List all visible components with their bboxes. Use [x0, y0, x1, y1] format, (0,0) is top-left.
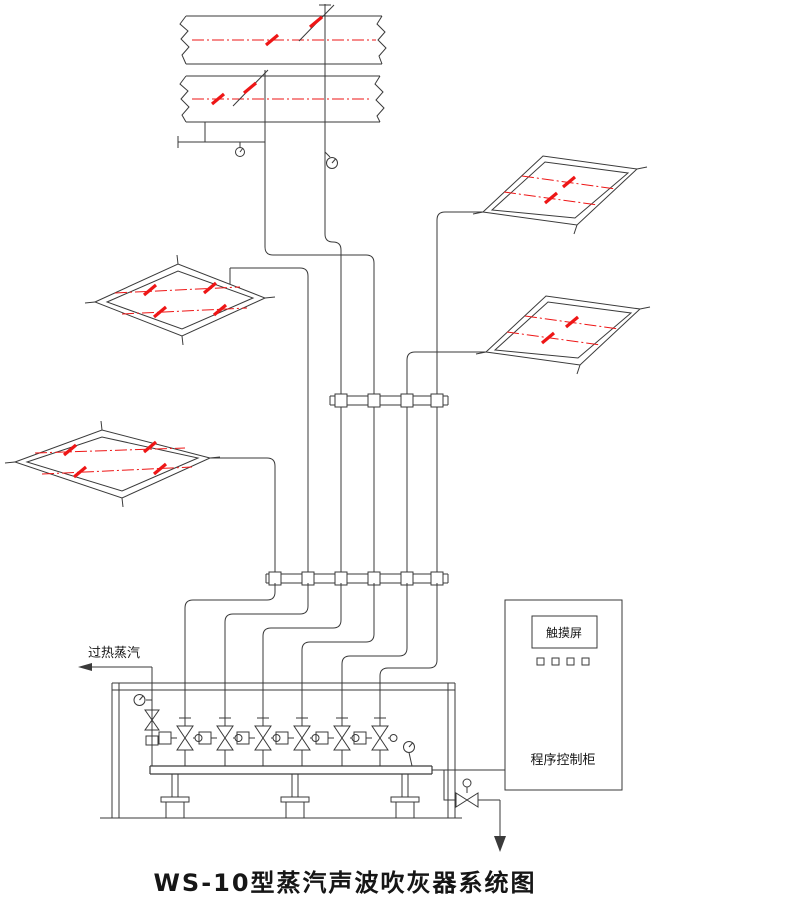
manifold-support: [160, 773, 190, 819]
flow-mark: [308, 15, 324, 29]
platen1-supply-pipe: [229, 267, 309, 576]
flow-mark: [152, 305, 168, 319]
duct1-supply-pipe: [324, 4, 342, 576]
pressure-gauge-icon: [403, 741, 415, 753]
valve-unit: [353, 717, 398, 767]
platen-heater-2: [4, 420, 276, 576]
panel2-supply-pipe: [406, 351, 486, 576]
valve-unit: [198, 717, 243, 767]
indicator-lights: [536, 657, 590, 666]
control-cabinet-label: 程序控制柜: [530, 753, 595, 768]
pipe-clamp: [367, 393, 381, 408]
flow-mark: [142, 440, 158, 454]
flow-mark: [543, 191, 559, 205]
flow-mark: [72, 465, 88, 479]
pipe-clamp: [400, 393, 414, 408]
top-header: [177, 122, 338, 169]
inlet-valve-icon: [144, 709, 160, 746]
touch-screen: [531, 615, 598, 649]
flow-mark: [242, 81, 258, 95]
touch-screen-label: 触摸屏: [546, 626, 582, 640]
pipe-fanout: [184, 583, 438, 722]
manifold-support: [280, 773, 310, 819]
pressure-gauge-icon: [235, 147, 245, 157]
valve-unit: [236, 717, 281, 767]
drain-valve-icon: [455, 778, 479, 808]
control-cabinet: 触摸屏 程序控制柜: [504, 599, 623, 791]
pipe-bracket-1: [329, 393, 449, 408]
flow-mark: [152, 462, 168, 476]
drain-line: [432, 769, 506, 852]
flow-mark: [564, 315, 580, 329]
flow-mark: [212, 303, 228, 317]
steam-inlet-arrow-icon: [78, 663, 92, 671]
steam-manifold: [149, 741, 433, 819]
flow-mark: [540, 331, 556, 345]
manifold-support: [390, 773, 420, 819]
valve-units: [158, 717, 398, 767]
boiler-duct-2: [179, 69, 385, 123]
pressure-gauge-icon: [326, 157, 338, 169]
pipe-clamp: [430, 393, 444, 408]
steam-inlet: 过热蒸汽: [78, 646, 160, 766]
diagram-title: WS-10型蒸汽声波吹灰器系统图: [153, 869, 536, 897]
flow-mark: [561, 175, 577, 189]
pressure-gauge-icon: [133, 694, 146, 706]
flow-mark: [142, 283, 158, 297]
flow-mark: [202, 281, 218, 295]
pipe-bracket-2: [265, 571, 449, 586]
drain-arrow-icon: [494, 836, 506, 852]
pipe-clamp: [334, 393, 348, 408]
panel1-supply-pipe: [436, 211, 483, 576]
valve-unit: [158, 717, 203, 767]
valve-unit: [275, 717, 320, 767]
boiler-duct-1: [179, 4, 387, 65]
flow-mark: [62, 443, 78, 457]
duct2-supply-pipe: [264, 70, 375, 576]
platen2-supply-pipe: [210, 457, 276, 576]
steam-inlet-label: 过热蒸汽: [88, 646, 140, 661]
flow-mark: [210, 92, 226, 106]
flow-mark: [264, 33, 280, 47]
valve-rack: [100, 682, 462, 819]
heating-panel-1: [436, 155, 648, 576]
heating-panel-2: [406, 295, 651, 576]
valve-unit: [315, 717, 360, 767]
steam-pipe-runs: [264, 4, 375, 576]
platen-heater-1: [84, 254, 309, 576]
